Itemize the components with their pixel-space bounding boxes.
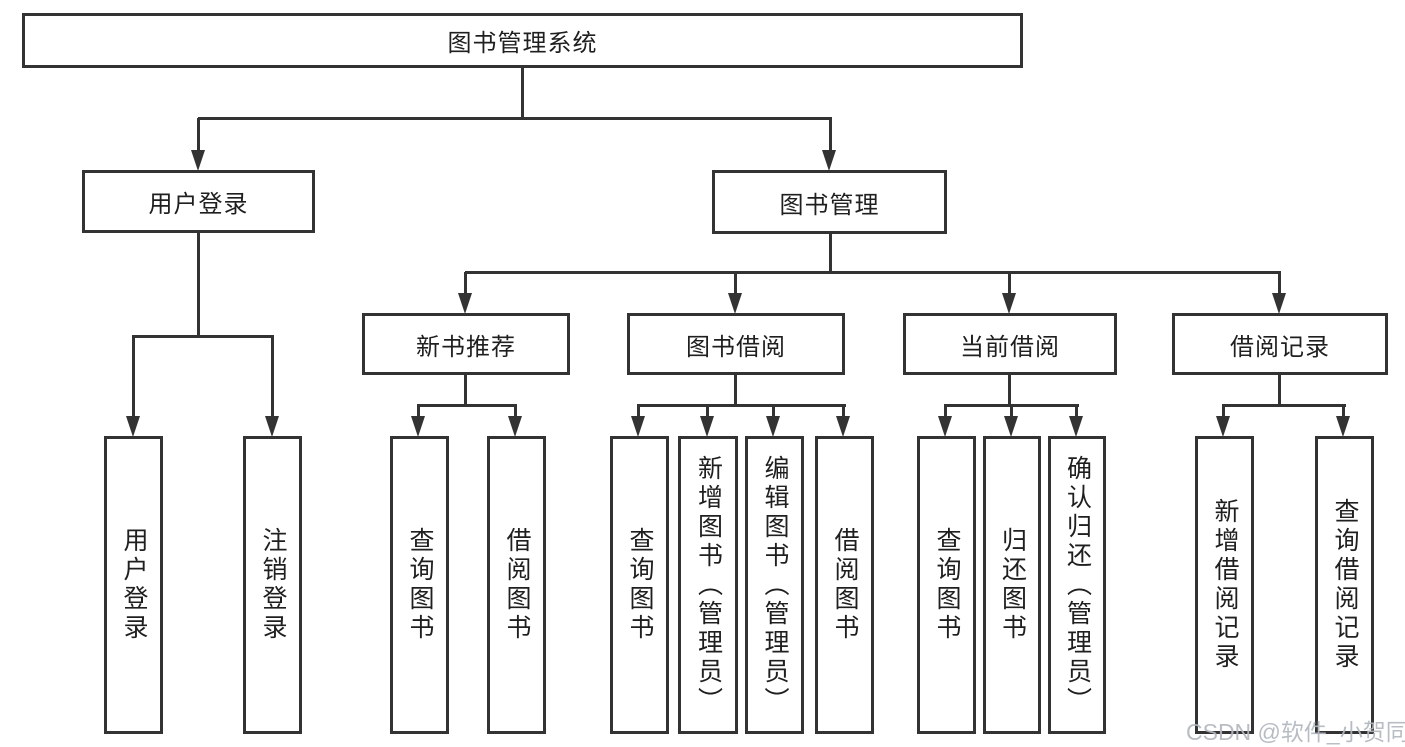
arrow-down-icon	[411, 416, 425, 437]
connector-line	[772, 406, 775, 418]
connector-line	[842, 406, 845, 418]
leaf-node-label: 编辑图书（管理员）	[761, 454, 789, 716]
leaf-node-query-books-recommend: 查询图书	[390, 436, 449, 734]
connector-line	[465, 271, 1281, 274]
module-node-label: 新书推荐	[416, 333, 516, 361]
branch-node-label: 图书管理	[779, 191, 880, 219]
leaf-node-borrow-books: 借阅图书	[815, 436, 874, 734]
module-node-book-borrowing: 图书借阅	[627, 313, 845, 375]
connector-line	[944, 406, 947, 418]
connector-line	[1222, 404, 1346, 407]
connector-line	[197, 232, 200, 337]
leaf-node-label: 新增图书（管理员）	[694, 454, 723, 716]
connector-line	[1222, 406, 1225, 418]
leaf-node-label: 借阅图书	[831, 527, 859, 643]
arrow-down-icon	[1069, 416, 1083, 437]
arrow-down-icon	[700, 416, 714, 437]
connector-line	[706, 406, 709, 418]
connector-line	[1278, 374, 1281, 406]
connector-line	[464, 272, 467, 295]
connector-line	[132, 337, 135, 417]
arrow-down-icon	[822, 150, 836, 171]
leaf-node-label: 查询图书	[406, 527, 434, 643]
connector-line	[1342, 406, 1345, 418]
connector-line	[271, 337, 274, 417]
connector-line	[1008, 374, 1011, 406]
connector-line	[1010, 406, 1013, 418]
root-node-label: 图书管理系统	[447, 30, 598, 57]
connector-line	[1278, 272, 1281, 295]
leaf-node-label: 查询图书	[626, 527, 654, 643]
watermark: CSDN @软件_小贺同学	[1186, 719, 1405, 745]
arrow-down-icon	[631, 416, 645, 437]
leaf-node-return-books: 归还图书	[983, 436, 1041, 734]
connector-line	[464, 374, 467, 406]
branch-node-user-login: 用户登录	[82, 170, 315, 233]
arrow-down-icon	[1004, 416, 1018, 437]
leaf-node-add-borrow-record: 新增借阅记录	[1195, 436, 1254, 734]
arrow-down-icon	[938, 416, 952, 437]
leaf-node-confirm-return-admin: 确认归还（管理员）	[1048, 436, 1106, 734]
arrow-down-icon	[728, 293, 742, 314]
connector-line	[637, 406, 640, 418]
branch-node-book-management: 图书管理	[712, 170, 947, 234]
arrow-down-icon	[1336, 416, 1350, 437]
leaf-node-user-login: 用户登录	[104, 436, 163, 734]
connector-line	[132, 335, 274, 338]
leaf-node-label: 借阅图书	[503, 527, 531, 643]
arrow-down-icon	[766, 416, 780, 437]
arrow-down-icon	[1272, 293, 1286, 314]
connector-line	[1008, 272, 1011, 295]
leaf-node-label: 查询借阅记录	[1331, 498, 1359, 672]
connector-line	[417, 406, 420, 418]
leaf-node-query-borrow-record: 查询借阅记录	[1315, 436, 1374, 734]
arrow-down-icon	[508, 416, 522, 437]
arrow-down-icon	[126, 416, 140, 437]
connector-line	[637, 404, 846, 407]
leaf-node-add-books-admin: 新增图书（管理员）	[678, 436, 738, 734]
arrow-down-icon	[265, 416, 279, 437]
arrow-down-icon	[1002, 293, 1016, 314]
leaf-node-label: 注销登录	[259, 527, 287, 643]
branch-node-label: 用户登录	[148, 191, 249, 218]
leaf-node-query-books-borrowing: 查询图书	[610, 436, 669, 734]
arrow-down-icon	[191, 150, 205, 171]
connector-line	[829, 118, 832, 152]
leaf-node-query-books-current: 查询图书	[917, 436, 976, 734]
leaf-node-logout: 注销登录	[243, 436, 302, 734]
connector-line	[514, 406, 517, 418]
leaf-node-label: 查询图书	[933, 527, 961, 643]
module-node-label: 借阅记录	[1230, 333, 1330, 361]
leaf-node-label: 新增借阅记录	[1211, 498, 1239, 672]
module-node-current-borrowing: 当前借阅	[903, 313, 1117, 375]
connector-line	[197, 118, 200, 152]
module-node-label: 当前借阅	[960, 333, 1060, 361]
arrow-down-icon	[836, 416, 850, 437]
leaf-node-label: 归还图书	[998, 527, 1027, 643]
root-node-library-system: 图书管理系统	[22, 13, 1023, 68]
connector-line	[417, 404, 517, 407]
leaf-node-label: 确认归还（管理员）	[1063, 454, 1092, 716]
connector-line	[734, 272, 737, 295]
leaf-node-edit-books-admin: 编辑图书（管理员）	[745, 436, 804, 734]
connector-line	[829, 233, 832, 272]
connector-line	[198, 117, 832, 120]
leaf-node-label: 用户登录	[120, 527, 148, 643]
arrow-down-icon	[1216, 416, 1230, 437]
module-node-borrow-records: 借阅记录	[1172, 313, 1388, 375]
module-node-label: 图书借阅	[686, 333, 786, 361]
connector-line	[1075, 406, 1078, 418]
connector-line	[944, 404, 1079, 407]
leaf-node-borrow-books-recommend: 借阅图书	[487, 436, 546, 734]
module-node-new-book-recommend: 新书推荐	[362, 313, 570, 375]
connector-line	[734, 374, 737, 406]
arrow-down-icon	[458, 293, 472, 314]
connector-line	[521, 68, 524, 118]
